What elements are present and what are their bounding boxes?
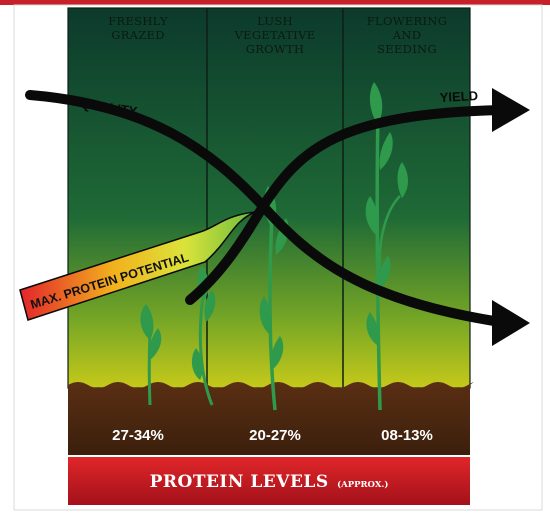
protein-level-lush-vegetative: 20-27% <box>249 427 301 444</box>
plant-tall <box>365 82 408 411</box>
yield-arrowhead <box>492 88 530 132</box>
banner-title: PROTEIN LEVELS <box>150 472 329 492</box>
stage-2-line2: VEGETATIVE <box>234 28 316 42</box>
yield-curve <box>185 105 505 305</box>
stage-label-flowering-and-seeding: FLOWERING AND SEEDING <box>367 14 447 56</box>
protein-levels-banner <box>68 457 470 505</box>
protein-level-freshly-grazed: 27-34% <box>112 427 164 444</box>
stage-label-lush-vegetative-growth: LUSH VEGETATIVE GROWTH <box>234 14 316 56</box>
stage-2-line3: GROWTH <box>246 42 305 56</box>
protein-levels-banner-text: PROTEIN LEVELS (APPROX.) <box>150 472 389 492</box>
plant-small <box>140 304 162 406</box>
stage-3-line3: SEEDING <box>377 42 437 56</box>
yield-label: YIELD <box>439 88 478 105</box>
stage-3-line2: AND <box>392 28 422 42</box>
protein-level-flowering: 08-13% <box>381 427 433 444</box>
stage-2-line1: LUSH <box>257 14 293 28</box>
banner-qualifier: (APPROX.) <box>337 479 388 490</box>
stage-1-line2: GRAZED <box>111 28 165 42</box>
quality-arrowhead <box>492 300 530 346</box>
stage-3-line1: FLOWERING <box>367 14 447 28</box>
soil-strip <box>68 382 474 455</box>
stage-1-line1: FRESHLY <box>108 14 168 28</box>
top-rule <box>0 0 550 5</box>
stage-label-freshly-grazed: FRESHLY GRAZED <box>108 14 168 42</box>
